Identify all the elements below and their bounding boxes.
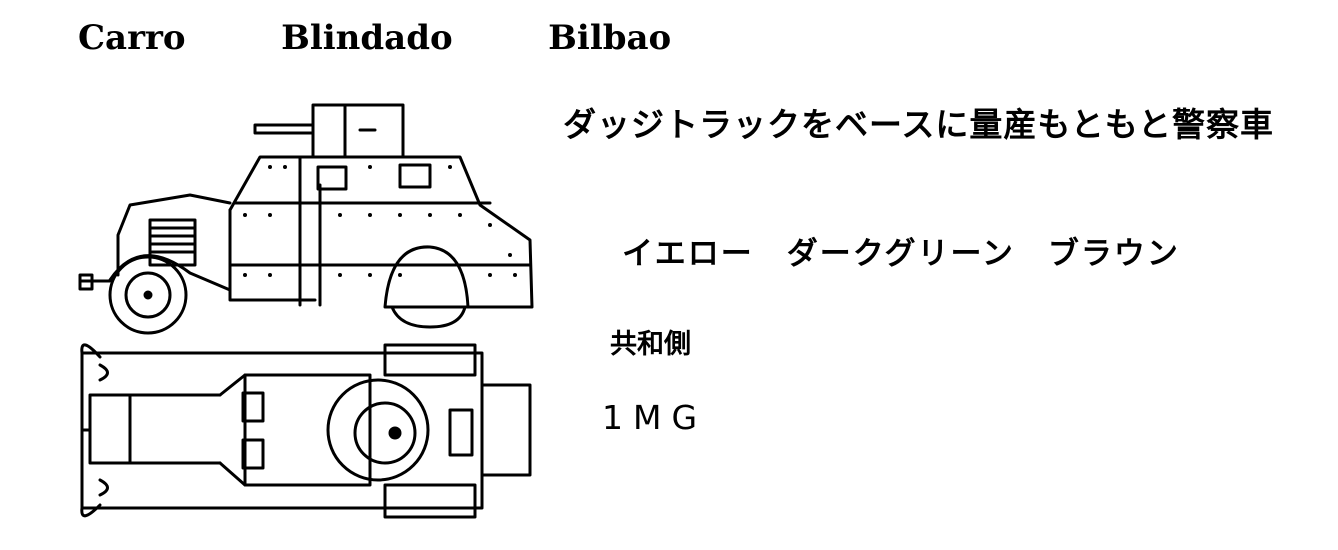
camouflage-colors: イエロー ダークグリーン ブラウン	[622, 236, 1180, 272]
vehicle-description: ダッジトラックをベースに量産もともと警察車	[563, 105, 1275, 144]
page-title: Carro Blindado Bilbao	[78, 18, 672, 58]
faction-label: 共和側	[610, 329, 691, 360]
side-view	[80, 105, 532, 333]
armament-label: 1MG	[602, 398, 708, 437]
top-view	[82, 345, 530, 517]
armored-car-drawing	[70, 95, 545, 525]
